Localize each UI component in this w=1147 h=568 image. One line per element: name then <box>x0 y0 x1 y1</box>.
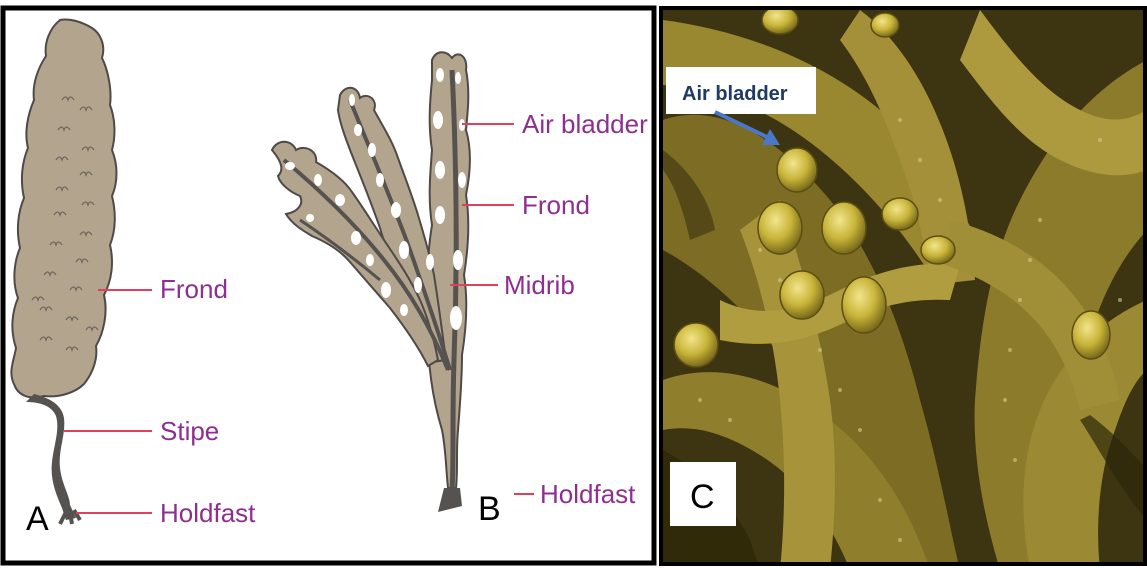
callout-air-bladder: Air bladder <box>682 83 788 105</box>
panel-letter-b: B <box>478 490 501 528</box>
label-b-air-bladder: Air bladder <box>522 109 648 139</box>
air-bladder-photo <box>777 148 817 192</box>
label-b-holdfast: Holdfast <box>540 479 636 509</box>
panel-letter-a: A <box>26 500 49 538</box>
panel-c: Air bladder C <box>661 6 1147 568</box>
label-a-holdfast: Holdfast <box>160 498 256 528</box>
label-a-frond: Frond <box>160 274 228 304</box>
label-b-midrib: Midrib <box>504 270 575 300</box>
panel-letter-c: C <box>690 478 715 516</box>
label-b-frond: Frond <box>522 190 590 220</box>
label-a-stipe: Stipe <box>160 416 219 446</box>
